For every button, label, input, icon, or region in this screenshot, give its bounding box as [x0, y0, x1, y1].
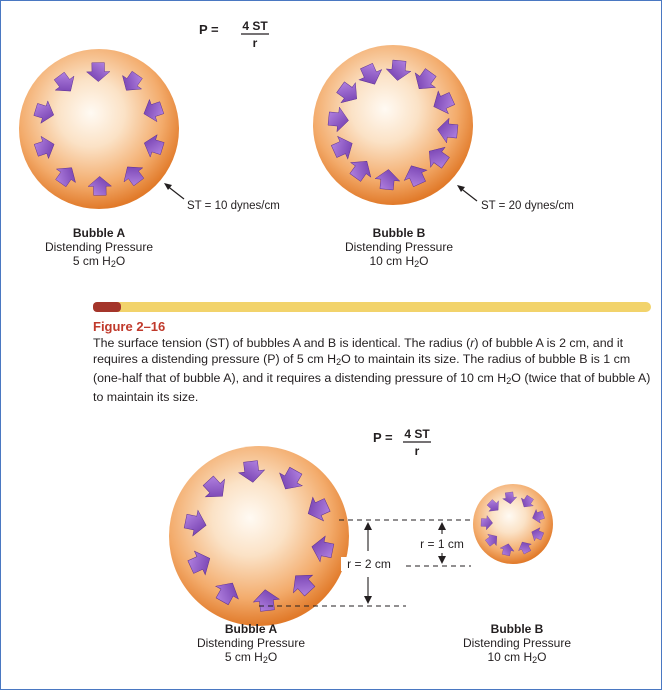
st-label-a: ST = 10 dynes/cm	[187, 199, 280, 213]
bubble-a-top-line1: Distending Pressure	[39, 240, 159, 254]
bubble-b-bottom-pressure: 10 cm H2O	[457, 650, 577, 667]
bubble-a-bottom-caption: Bubble A Distending Pressure 5 cm H2O	[191, 622, 311, 667]
bubble-a-bottom-pressure: 5 cm H2O	[191, 650, 311, 667]
formula-lhs: P =	[199, 23, 219, 37]
figure-caption: The surface tension (ST) of bubbles A an…	[93, 335, 653, 405]
formula-denominator: r	[241, 36, 269, 50]
bubble-b-top-caption: Bubble B Distending Pressure 10 cm H2O	[339, 226, 459, 271]
radius-b-label: r = 1 cm	[415, 537, 469, 551]
caption-bar-accent	[93, 302, 121, 312]
bubble-a-top-title: Bubble A	[39, 226, 159, 240]
bubble-a-bottom-line1: Distending Pressure	[191, 636, 311, 650]
radius-a-label: r = 2 cm	[341, 557, 397, 571]
bubble-a-top	[19, 49, 179, 209]
caption-bar	[93, 302, 651, 312]
formula-denominator-bottom: r	[403, 444, 431, 458]
st-label-b: ST = 20 dynes/cm	[481, 199, 574, 213]
bubble-a-top-pressure: 5 cm H2O	[39, 254, 159, 271]
bubble-a-bottom	[169, 446, 349, 626]
bubble-b-top	[313, 45, 473, 205]
bubble-b-top-title: Bubble B	[339, 226, 459, 240]
bubble-b-bottom-title: Bubble B	[457, 622, 577, 636]
formula-numerator-bottom: 4 ST	[403, 427, 431, 441]
figure-title: Figure 2–16	[93, 319, 165, 334]
bubble-a-bottom-title: Bubble A	[191, 622, 311, 636]
formula-lhs-bottom: P =	[373, 431, 393, 445]
bubble-b-bottom	[473, 484, 553, 564]
bubble-b-bottom-line1: Distending Pressure	[457, 636, 577, 650]
bubble-a-top-caption: Bubble A Distending Pressure 5 cm H2O	[39, 226, 159, 271]
bubble-b-bottom-caption: Bubble B Distending Pressure 10 cm H2O	[457, 622, 577, 667]
formula-numerator: 4 ST	[241, 19, 269, 33]
bubble-b-top-line1: Distending Pressure	[339, 240, 459, 254]
bubble-b-top-pressure: 10 cm H2O	[339, 254, 459, 271]
